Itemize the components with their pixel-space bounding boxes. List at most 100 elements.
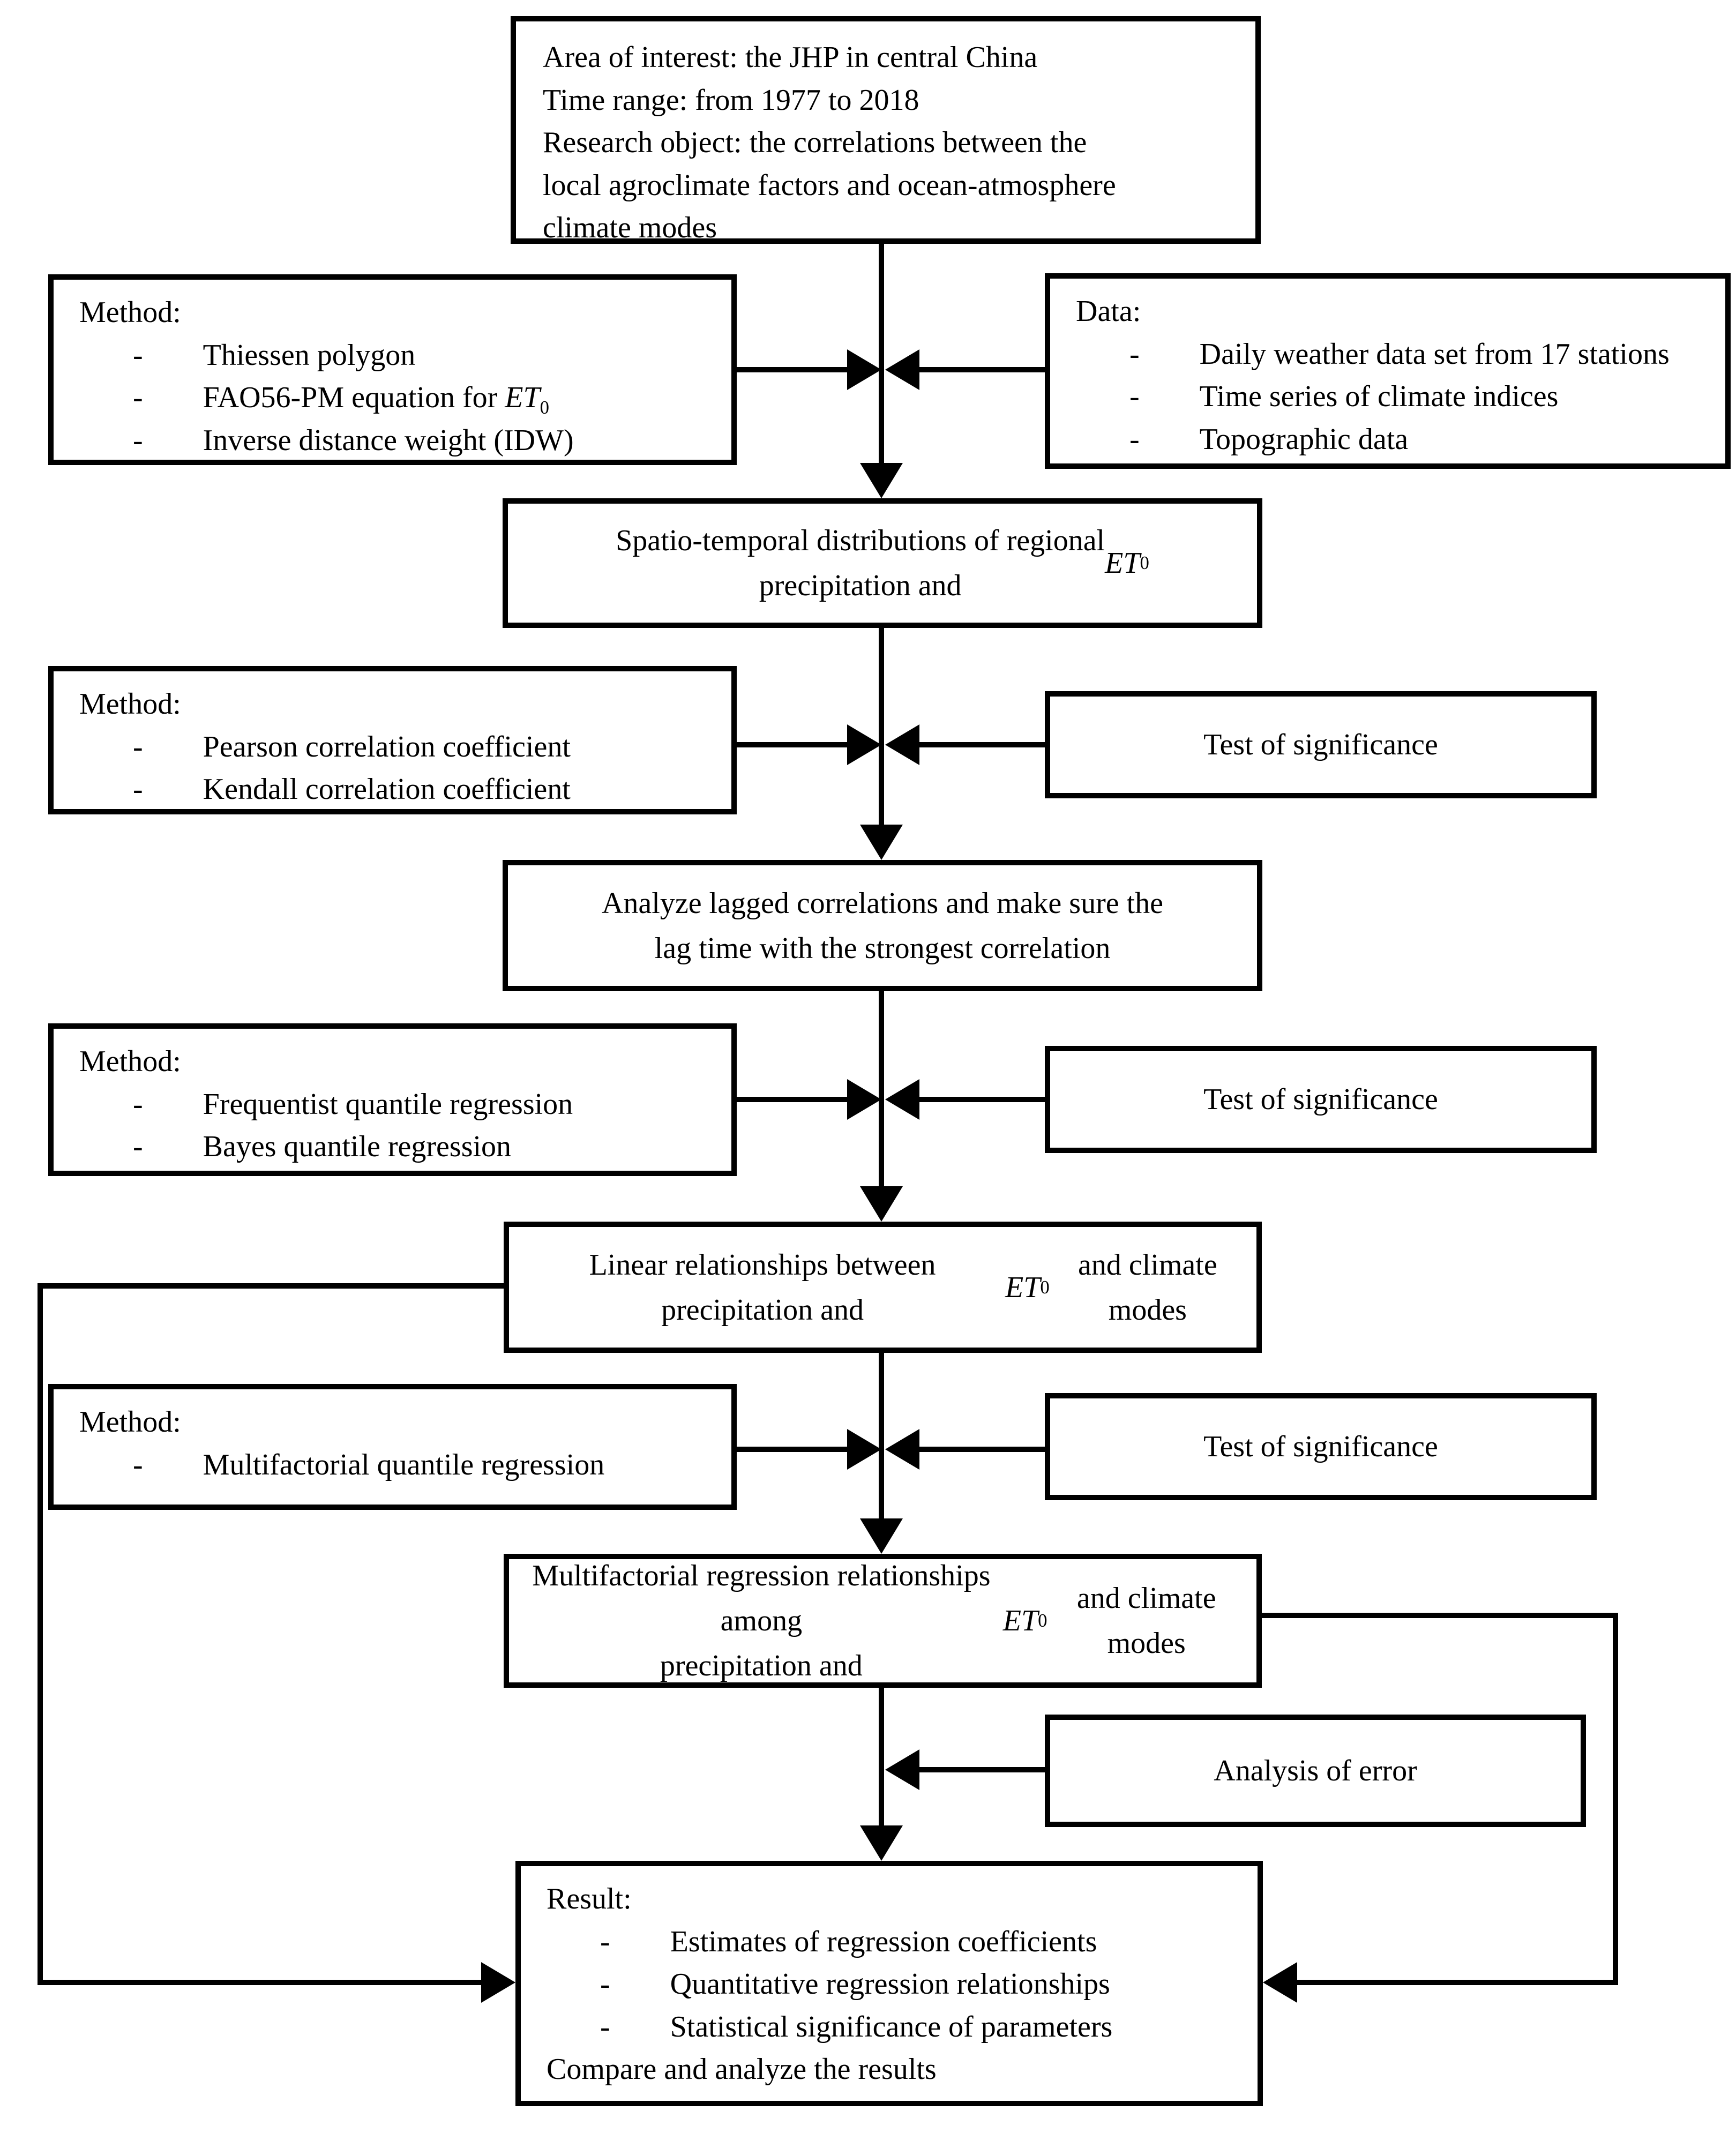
linear-relationships-text: Linear relationships between precipitati…: [589, 1248, 1217, 1327]
list-item-text: Thiessen polygon: [203, 338, 416, 372]
arrow-down-icon: [860, 1186, 903, 1222]
bullet-dash: -: [600, 1967, 610, 2001]
arrow-left-icon: [885, 349, 919, 390]
arrow-left-icon: [885, 724, 919, 765]
connector-method2-to-flow: [737, 742, 849, 747]
bullet-dash: -: [133, 773, 143, 806]
bullet-dash: -: [133, 1448, 143, 1481]
spatio-temporal-text: Spatio-temporal distributions of regiona…: [616, 524, 1149, 602]
arrow-right-icon: [847, 349, 881, 390]
list-item-text: Pearson correlation coefficient: [203, 730, 571, 764]
list-item: - Inverse distance weight (IDW): [79, 420, 715, 462]
test-significance-box-2: Test of significance: [1045, 1046, 1597, 1153]
method-box-1-title: Method:: [79, 296, 181, 329]
bullet-dash: -: [1129, 422, 1140, 456]
result-box-title: Result:: [547, 1882, 632, 1915]
method-box-4-title: Method:: [79, 1405, 181, 1439]
list-item-text: Kendall correlation coefficient: [203, 773, 571, 806]
bullet-dash: -: [133, 338, 143, 372]
list-item: - Estimates of regression coefficients: [547, 1921, 1241, 1964]
connector-test2-to-flow: [916, 1097, 1045, 1102]
bullet-dash: -: [1129, 337, 1140, 371]
arrow-down-icon: [860, 1518, 903, 1554]
bullet-dash: -: [133, 1130, 143, 1164]
connector-method4-to-flow: [737, 1447, 849, 1452]
arrow-down-icon: [860, 1825, 903, 1861]
lagged-correlation-text: Analyze lagged correlations and make sur…: [601, 886, 1163, 965]
arrow-left-icon: [885, 1429, 919, 1470]
test-significance-box-3: Test of significance: [1045, 1393, 1597, 1500]
arrow-right-icon: [847, 1079, 881, 1120]
arrow-right-icon: [847, 1429, 881, 1470]
list-item: - Thiessen polygon: [79, 334, 715, 377]
feedback-left-vertical: [38, 1283, 43, 1985]
arrow-down-icon: [860, 463, 903, 498]
list-item-text: Bayes quantile regression: [203, 1130, 512, 1164]
feedback-right-vertical: [1613, 1613, 1618, 1985]
study-overview-box: Area of interest: the JHP in central Chi…: [511, 16, 1261, 244]
feedback-right-horizontal-bottom: [1297, 1980, 1618, 1985]
method-box-2-title: Method:: [79, 687, 181, 721]
bullet-dash: -: [133, 381, 143, 415]
arrow-left-icon: [1263, 1962, 1297, 2003]
data-box: Data: - Daily weather data set from 17 s…: [1045, 273, 1731, 469]
list-item: - Bayes quantile regression: [79, 1126, 715, 1169]
bullet-dash: -: [600, 1925, 610, 1958]
list-item: - Pearson correlation coefficient: [79, 726, 715, 769]
arrow-left-icon: [885, 1749, 919, 1790]
list-item: - Daily weather data set from 17 station…: [1076, 333, 1709, 376]
connector-method1-to-flow: [737, 367, 849, 372]
connector-analyze-to-linear: [879, 991, 884, 1194]
feedback-left-horizontal-top: [40, 1283, 504, 1289]
connector-multi-to-result: [879, 1688, 884, 1832]
test-significance-text: Test of significance: [1203, 1430, 1438, 1463]
result-box: Result: - Estimates of regression coeffi…: [515, 1861, 1263, 2106]
test-significance-text: Test of significance: [1203, 1083, 1438, 1116]
connector-test1-to-flow: [916, 742, 1045, 747]
connector-error-to-flow: [916, 1767, 1045, 1772]
connector-data-to-flow: [916, 367, 1045, 372]
list-item-text: Estimates of regression coefficients: [670, 1925, 1097, 1958]
feedback-left-horizontal-bottom: [40, 1980, 482, 1985]
connector-top-to-spatio: [879, 244, 884, 471]
test-significance-text: Test of significance: [1203, 728, 1438, 761]
error-analysis-text: Analysis of error: [1214, 1754, 1417, 1787]
list-item: - Frequentist quantile regression: [79, 1083, 715, 1126]
study-overview-text: Area of interest: the JHP in central Chi…: [543, 41, 1116, 245]
lagged-correlation-box: Analyze lagged correlations and make sur…: [503, 860, 1262, 991]
method-box-1: Method: - Thiessen polygon - FAO56-PM eq…: [48, 274, 737, 465]
bullet-dash: -: [133, 423, 143, 457]
list-item: - Time series of climate indices: [1076, 376, 1709, 418]
connector-test3-to-flow: [916, 1447, 1045, 1452]
method-box-4: Method: - Multifactorial quantile regres…: [48, 1384, 737, 1510]
list-item-text: Daily weather data set from 17 stations: [1199, 337, 1670, 371]
method-box-3: Method: - Frequentist quantile regressio…: [48, 1023, 737, 1176]
multifactorial-relationships-box: Multifactorial regression relationships …: [504, 1554, 1262, 1688]
error-analysis-box: Analysis of error: [1045, 1715, 1586, 1827]
arrow-right-icon: [847, 724, 881, 765]
list-item-text: Statistical significance of parameters: [670, 2010, 1113, 2044]
feedback-right-horizontal-top: [1262, 1613, 1618, 1618]
list-item-text: Time series of climate indices: [1199, 380, 1559, 414]
test-significance-box-1: Test of significance: [1045, 691, 1597, 798]
method-box-2: Method: - Pearson correlation coefficien…: [48, 666, 737, 814]
arrow-left-icon: [885, 1079, 919, 1120]
bullet-dash: -: [133, 730, 143, 764]
arrow-down-icon: [860, 825, 903, 860]
list-item-text: Quantitative regression relationships: [670, 1967, 1110, 2001]
list-item: - Topographic data: [1076, 418, 1709, 461]
list-item: - Kendall correlation coefficient: [79, 768, 715, 811]
bullet-dash: -: [1129, 380, 1140, 414]
list-item: - Multifactorial quantile regression: [79, 1444, 715, 1487]
list-item: - FAO56-PM equation for ET0: [79, 377, 715, 420]
list-item-text: FAO56-PM equation for ET0: [203, 381, 549, 418]
list-item-text: Multifactorial quantile regression: [203, 1448, 605, 1481]
connector-method3-to-flow: [737, 1097, 849, 1102]
list-item: - Quantitative regression relationships: [547, 1963, 1241, 2006]
result-footer-text: Compare and analyze the results: [547, 2053, 937, 2086]
data-box-title: Data:: [1076, 295, 1141, 328]
method-box-3-title: Method:: [79, 1045, 181, 1078]
linear-relationships-box: Linear relationships between precipitati…: [504, 1222, 1262, 1353]
bullet-dash: -: [133, 1087, 143, 1121]
